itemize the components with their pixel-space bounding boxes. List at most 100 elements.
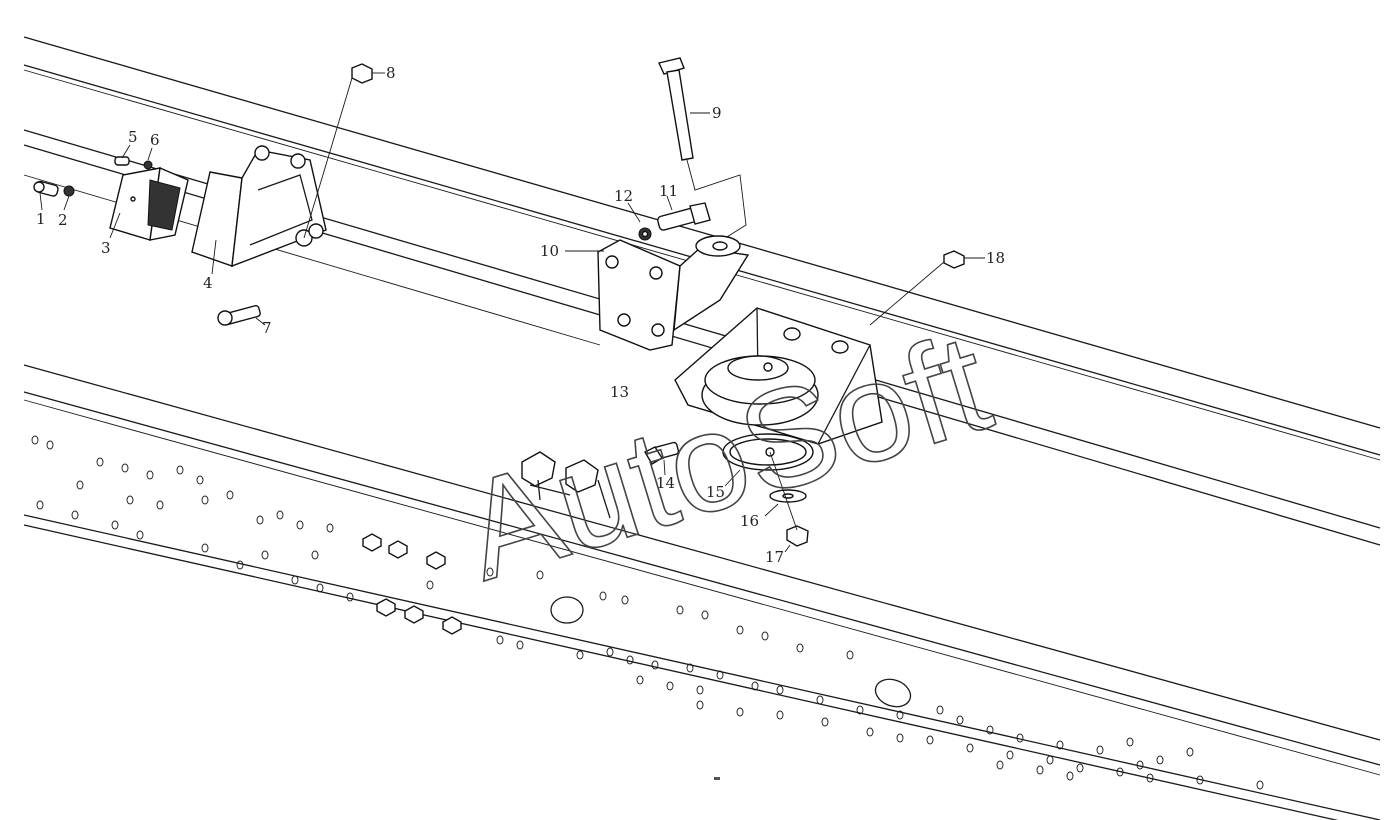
rail-hole (696, 700, 704, 710)
rail-hole (776, 685, 784, 695)
rail-hole (626, 655, 634, 665)
bolt-part-1 (33, 180, 59, 197)
rail-hole (96, 457, 104, 467)
rail-hole (311, 550, 319, 560)
callout-5: 5 (128, 128, 138, 146)
rail-hole (236, 560, 244, 570)
lower-rail-fasteners (362, 451, 611, 635)
nut-part-8 (351, 63, 373, 84)
rail-hole (751, 681, 759, 691)
rail-hole (1046, 755, 1054, 765)
rail-hole (46, 440, 54, 450)
rail-nuts (362, 533, 462, 635)
callout-10: 10 (540, 242, 559, 260)
rail-hole (71, 510, 79, 520)
rail-hole (256, 515, 264, 525)
pin-part-5 (114, 156, 130, 166)
rail-hole (796, 643, 804, 653)
rail-hole (896, 710, 904, 720)
rail-hole (1196, 775, 1204, 785)
rail-hole (1126, 737, 1134, 747)
rail-hole (846, 650, 854, 660)
rail-nut (388, 540, 408, 559)
scan-mark (714, 777, 720, 780)
rail-hole (31, 435, 39, 445)
rail-nut (442, 616, 462, 635)
rail-hole (1076, 763, 1084, 773)
rail-hole (736, 625, 744, 635)
bolt-part-11 (657, 202, 711, 231)
rail-hole (1186, 747, 1194, 757)
rail-hole (761, 631, 769, 641)
rail-hole (636, 675, 644, 685)
rail-hole (936, 705, 944, 715)
callout-7: 7 (262, 319, 272, 337)
rubber-block-part-3 (109, 166, 189, 241)
rail-hole (651, 660, 659, 670)
rail-hole (176, 465, 184, 475)
washer-part-6 (143, 160, 153, 170)
rail-hole (996, 760, 1004, 770)
callout-6: 6 (150, 131, 160, 149)
rail-hole (1096, 745, 1104, 755)
rail-hole (666, 681, 674, 691)
rail-hole (536, 570, 544, 580)
rail-hole (486, 567, 494, 577)
callout-16: 16 (740, 512, 759, 530)
rail-nut (376, 598, 396, 617)
rail-hole (821, 717, 829, 727)
rail-hole (296, 520, 304, 530)
rail-hole (776, 710, 784, 720)
rail-hole (36, 500, 44, 510)
rail-hole (201, 495, 209, 505)
callout-12: 12 (614, 187, 633, 205)
callout-2: 2 (58, 211, 68, 229)
rail-hole (696, 685, 704, 695)
callout-14: 14 (656, 474, 675, 492)
callouts: 1 2 3 4 5 6 7 8 9 10 11 12 13 14 15 16 1… (36, 64, 1005, 566)
rail-hole (716, 670, 724, 680)
rail-hole (736, 707, 744, 717)
rail-hole (1056, 740, 1064, 750)
rail-hole (261, 550, 269, 560)
rail-hole (126, 495, 134, 505)
rail-hole (1116, 767, 1124, 777)
rail-hole (146, 470, 154, 480)
rail-hole (606, 647, 614, 657)
rail-hole (816, 695, 824, 705)
rail-hole (316, 583, 324, 593)
rail-hole (686, 663, 694, 673)
rail-hole (1016, 733, 1024, 743)
nut-part-18 (943, 250, 965, 269)
rail-hole (276, 510, 284, 520)
rail-hole (346, 592, 354, 602)
rail-nut (362, 533, 382, 552)
callout-4: 4 (203, 274, 213, 292)
rail-hole (121, 463, 129, 473)
rail-hole (226, 490, 234, 500)
rail-hole (196, 475, 204, 485)
rail-hole (426, 580, 434, 590)
rail-hole (1066, 771, 1074, 781)
rail-hole (1146, 773, 1154, 783)
frame-rail-holes (31, 435, 1264, 790)
bracket-part-4 (191, 145, 327, 268)
rail-hole (926, 735, 934, 745)
rail-nut (426, 551, 446, 570)
rail-hole (1256, 780, 1264, 790)
rail-hole (576, 650, 584, 660)
bolt-part-7 (217, 304, 261, 326)
callout-17: 17 (765, 548, 784, 566)
rail-hole (1136, 760, 1144, 770)
rail-hole (701, 610, 709, 620)
rail-hole (956, 715, 964, 725)
rear-bracket-assembly (33, 63, 373, 326)
rail-hole (326, 523, 334, 533)
nut-part-2 (63, 185, 75, 197)
callout-11: 11 (659, 182, 678, 200)
bolt-part-14 (644, 441, 680, 465)
callout-9: 9 (712, 104, 722, 122)
rail-hole (1036, 765, 1044, 775)
rubber-mount-part-13 (701, 355, 819, 426)
